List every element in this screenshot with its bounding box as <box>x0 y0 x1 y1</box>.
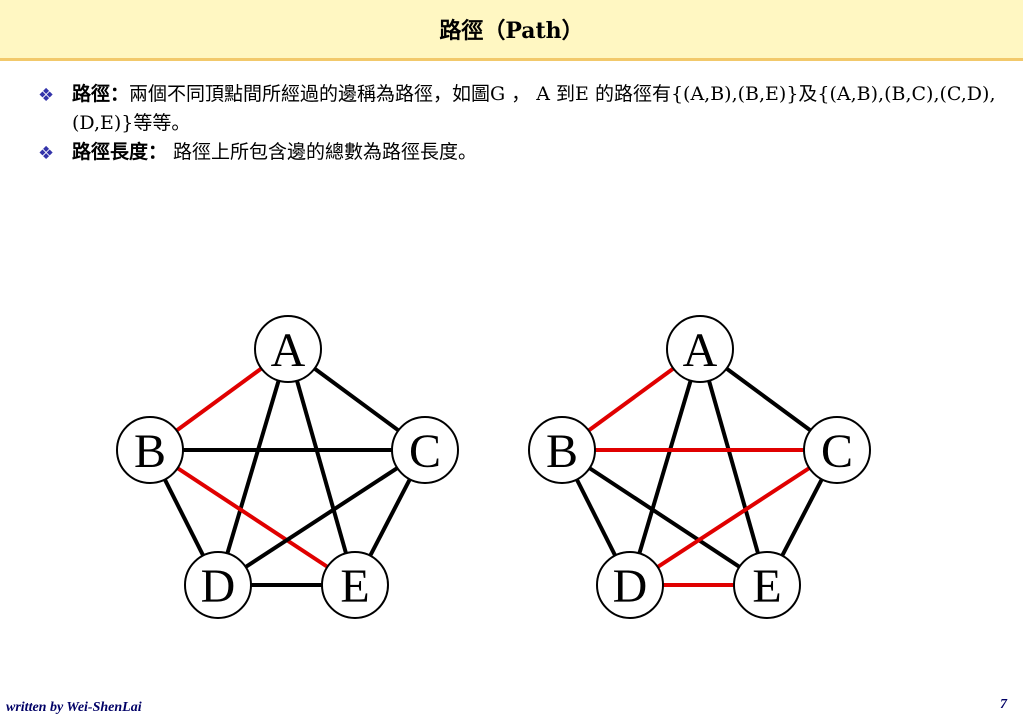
node-label-e: E <box>752 560 781 613</box>
edge-c-d <box>216 448 427 587</box>
slide-title: 路徑（Path） <box>439 18 584 44</box>
bullet-list: ❖ 路徑：兩個不同頂點間所經過的邊稱為路徑，如圖G ， A 到E 的路徑有{(A,… <box>38 80 1003 167</box>
edge-a-d <box>628 348 702 586</box>
node-c <box>803 416 871 484</box>
node-label-b: B <box>134 425 166 478</box>
bullet-term: 路徑： <box>72 83 130 105</box>
bullet-term: 路徑長度： <box>72 141 168 163</box>
edge-a-e <box>698 348 769 586</box>
node-label-e: E <box>340 560 369 613</box>
edge-a-d <box>216 348 290 586</box>
node-b <box>528 416 596 484</box>
node-label-c: C <box>409 425 441 478</box>
diamond-cluster-icon: ❖ <box>38 85 55 106</box>
node-d <box>184 551 252 619</box>
graph-1: A B C D E <box>116 315 459 619</box>
bullet-path-definition: ❖ 路徑：兩個不同頂點間所經過的邊稱為路徑，如圖G ， A 到E 的路徑有{(A,… <box>38 80 1003 138</box>
node-c <box>391 416 459 484</box>
node-label-c: C <box>821 425 853 478</box>
bullet-text: 路徑上所包含邊的總數為路徑長度。 <box>167 141 478 163</box>
node-d <box>596 551 664 619</box>
page-number: 7 <box>1000 697 1007 712</box>
node-e <box>733 551 801 619</box>
node-label-a: A <box>271 324 306 377</box>
edge-a-e <box>286 348 357 586</box>
node-label-d: D <box>613 560 648 613</box>
node-a <box>666 315 734 383</box>
footer-author: written by Wei-ShenLai <box>6 700 142 715</box>
node-label-b: B <box>546 425 578 478</box>
graph-2: A B C D E <box>528 315 871 619</box>
node-label-d: D <box>201 560 236 613</box>
edge-b-e <box>560 448 769 587</box>
diamond-cluster-icon: ❖ <box>38 143 55 164</box>
node-e <box>321 551 389 619</box>
node-b <box>116 416 184 484</box>
bullet-text: 兩個不同頂點間所經過的邊稱為路徑，如圖G ， A 到E 的路徑有{(A,B),(… <box>72 83 996 134</box>
title-bar: 路徑（Path） <box>0 0 1023 61</box>
bullet-path-length: ❖ 路徑長度： 路徑上所包含邊的總數為路徑長度。 <box>38 138 1003 167</box>
node-label-a: A <box>683 324 718 377</box>
edge-b-e <box>148 448 357 587</box>
node-a <box>254 315 322 383</box>
edge-c-d <box>628 448 839 587</box>
